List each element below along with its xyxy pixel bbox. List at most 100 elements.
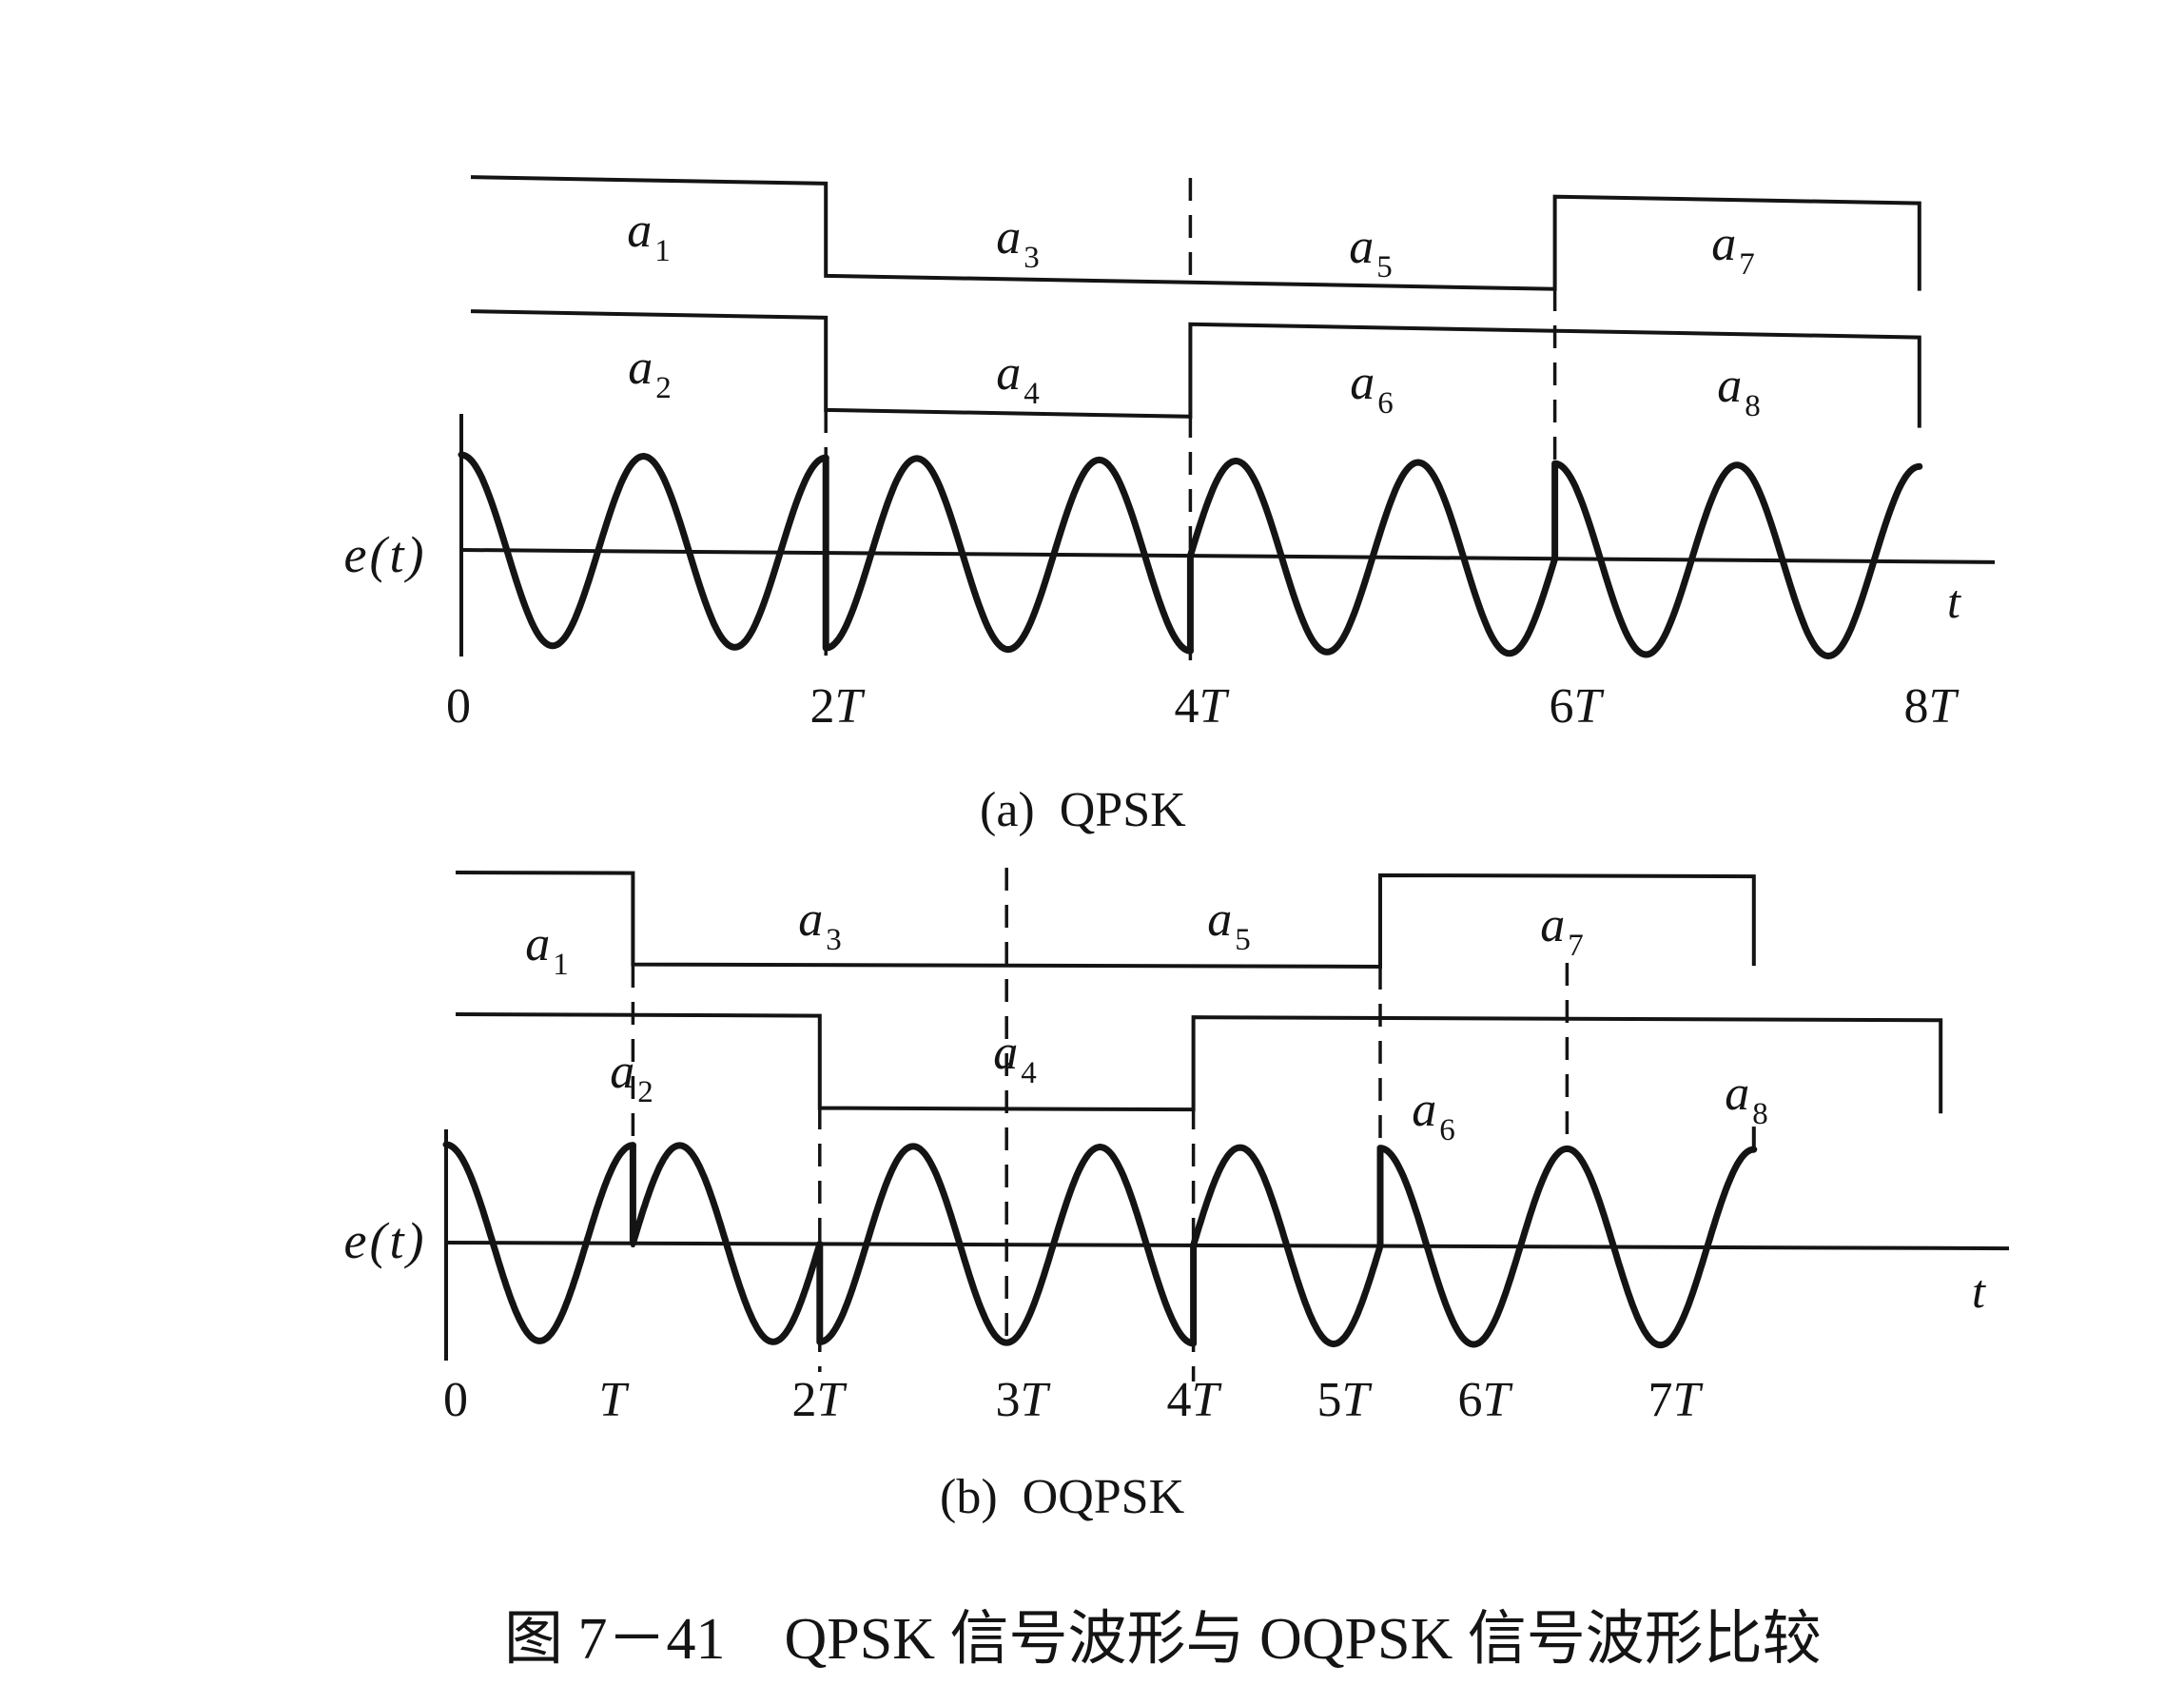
- oqpsk-x-axis: [445, 1241, 2010, 1251]
- tick-coefficient: 3: [995, 1373, 1021, 1427]
- oqpsk-symbol-label: a7: [1540, 898, 1584, 962]
- symbol-subscript: 8: [1745, 389, 1761, 423]
- oqpsk-odd-bit-stream: [455, 871, 1756, 969]
- symbol-subscript: 7: [1568, 929, 1584, 963]
- oqpsk-symbol-label: a1: [525, 920, 569, 981]
- oqpsk-subcaption-tag: (b): [940, 1470, 998, 1524]
- oqpsk-tick-label: T: [599, 1376, 627, 1425]
- tick-variable: T: [1672, 1373, 1701, 1427]
- tick-coefficient: 4: [1166, 1373, 1192, 1427]
- tick-coefficient: 0: [446, 679, 471, 734]
- symbol-subscript: 4: [1021, 1056, 1037, 1090]
- tick-variable: T: [834, 679, 863, 734]
- tick-variable: T: [1482, 1373, 1511, 1427]
- symbol-subscript: 4: [1024, 377, 1040, 411]
- symbol-subscript: 5: [1376, 250, 1393, 284]
- oqpsk-diagram: [442, 868, 2010, 1382]
- oqpsk-symbol-label: a8: [1725, 1067, 1768, 1130]
- qpsk-symbol-label: a2: [628, 341, 672, 404]
- tick-variable: T: [1573, 679, 1602, 734]
- oqpsk-tick-label: 2T: [792, 1376, 845, 1425]
- tick-variable: T: [1341, 1373, 1370, 1427]
- qpsk-y-axis-label: e(t): [343, 526, 427, 583]
- qpsk-tick-label: 0: [446, 682, 471, 732]
- oqpsk-carrier-segment: [1376, 1145, 1758, 1349]
- qpsk-carrier-segment: [822, 454, 1194, 655]
- qpsk-carrier-segment: [1551, 460, 1923, 659]
- tick-variable: T: [1199, 679, 1227, 734]
- oqpsk-tick-label: 6T: [1458, 1376, 1511, 1425]
- qpsk-odd-bit-stream: [470, 175, 1921, 291]
- oqpsk-tick-label: 3T: [996, 1376, 1048, 1425]
- oqpsk-carrier-segment: [442, 1141, 636, 1344]
- symbol-base: a: [996, 346, 1022, 401]
- symbol-base: a: [1349, 220, 1375, 274]
- symbol-base: a: [1711, 217, 1737, 271]
- tick-variable: T: [1928, 679, 1957, 734]
- symbol-subscript: 1: [553, 948, 569, 982]
- symbol-base: a: [1540, 898, 1566, 952]
- oqpsk-x-axis-label: t: [1972, 1264, 1985, 1318]
- symbol-base: a: [1350, 356, 1375, 410]
- tick-variable: T: [598, 1373, 627, 1427]
- tick-coefficient: 6: [1457, 1373, 1483, 1427]
- oqpsk-symbol-label: a2: [610, 1048, 653, 1108]
- tick-coefficient: 7: [1648, 1373, 1673, 1427]
- qpsk-symbol-label: a5: [1349, 220, 1393, 284]
- symbol-subscript: 8: [1752, 1097, 1768, 1131]
- symbol-base: a: [798, 892, 824, 947]
- symbol-subscript: 5: [1235, 923, 1251, 957]
- qpsk-tick-label: 8T: [1904, 682, 1957, 732]
- oqpsk-symbol-label: a4: [993, 1029, 1037, 1089]
- qpsk-symbol-label: a7: [1711, 217, 1755, 281]
- symbol-subscript: 2: [655, 371, 672, 405]
- oqpsk-symbol-label: a3: [798, 892, 842, 956]
- qpsk-tick-label: 2T: [810, 682, 863, 732]
- oqpsk-carrier-segment: [816, 1143, 1198, 1347]
- qpsk-x-axis: [460, 548, 1996, 564]
- qpsk-carrier-segment: [458, 451, 829, 651]
- oqpsk-tick-label: 0: [443, 1376, 468, 1425]
- symbol-subscript: 3: [826, 923, 842, 957]
- tick-coefficient: 2: [809, 679, 835, 734]
- oqpsk-subcaption: (b) OQPSK: [940, 1473, 1184, 1522]
- symbol-subscript: 1: [654, 234, 671, 268]
- tick-coefficient: 2: [791, 1373, 817, 1427]
- qpsk-x-axis-label: t: [1947, 575, 1960, 628]
- figure-caption: 图 7－41 QPSK 信号波形与 OQPSK 信号波形比较: [504, 1607, 1822, 1672]
- oqpsk-y-axis-label: e(t): [343, 1212, 427, 1269]
- qpsk-symbol-label: a8: [1717, 362, 1761, 422]
- symbol-subscript: 3: [1024, 241, 1040, 275]
- oqpsk-carrier-segment: [1190, 1144, 1384, 1347]
- symbol-base: a: [996, 210, 1022, 265]
- tick-variable: T: [1020, 1373, 1048, 1427]
- oqpsk-tick-label: 7T: [1648, 1376, 1701, 1425]
- qpsk-symbol-label: a1: [627, 204, 671, 267]
- oqpsk-even-bit-stream: [455, 1012, 1943, 1114]
- symbol-base: a: [627, 204, 653, 258]
- qpsk-subcaption-tag: (a): [980, 783, 1035, 837]
- qpsk-tick-label: 4T: [1175, 682, 1227, 732]
- symbol-subscript: 7: [1739, 247, 1755, 282]
- qpsk-subcaption-text: QPSK: [1059, 783, 1186, 837]
- tick-coefficient: 6: [1549, 679, 1574, 734]
- symbol-base: a: [1725, 1067, 1750, 1121]
- qpsk-symbol-label: a3: [996, 210, 1040, 274]
- qpsk-even-bit-stream: [470, 309, 1921, 428]
- tick-coefficient: 8: [1903, 679, 1929, 734]
- qpsk-symbol-label: a4: [996, 346, 1040, 410]
- symbol-subscript: 6: [1377, 386, 1394, 421]
- qpsk-symbol-label: a6: [1350, 356, 1394, 420]
- qpsk-subcaption: (a) QPSK: [980, 786, 1186, 835]
- oqpsk-subcaption-text: OQPSK: [1022, 1470, 1185, 1524]
- qpsk-diagram: [458, 175, 1996, 674]
- symbol-base: a: [1412, 1083, 1437, 1137]
- symbol-subscript: 6: [1439, 1113, 1455, 1147]
- symbol-base: a: [628, 341, 653, 395]
- tick-coefficient: 5: [1316, 1373, 1342, 1427]
- tick-variable: T: [1191, 1373, 1219, 1427]
- oqpsk-tick-label: 4T: [1167, 1376, 1219, 1425]
- oqpsk-carrier-segment: [629, 1142, 824, 1345]
- symbol-subscript: 2: [637, 1075, 653, 1109]
